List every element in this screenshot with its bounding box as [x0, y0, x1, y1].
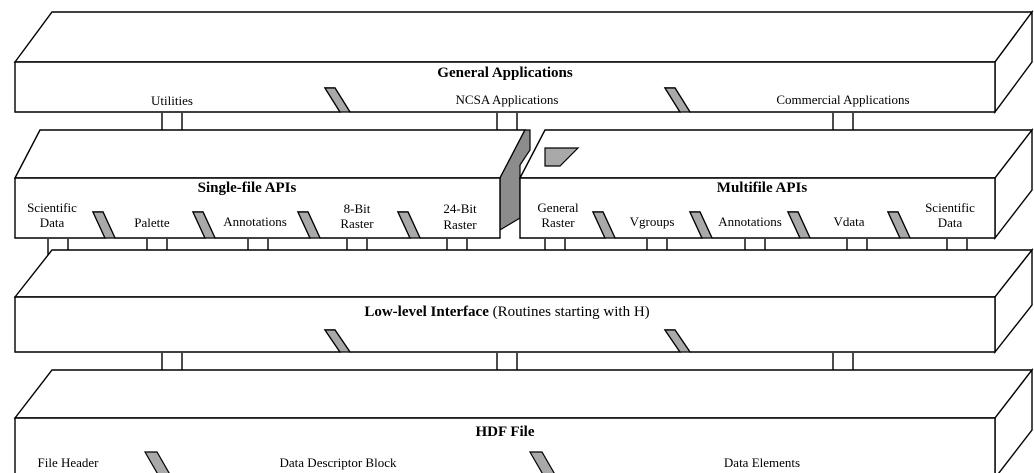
data-descriptor-block-label: Data Descriptor Block	[280, 455, 397, 470]
svg-text:General: General	[537, 200, 579, 215]
svg-text:Raster: Raster	[541, 215, 575, 230]
single-file-apis-layer: Single-file APIs Scientific Data Palette…	[13, 129, 531, 239]
multifile-annotations-label: Annotations	[718, 214, 782, 229]
utilities-label: Utilities	[151, 93, 193, 108]
low-level-interface-layer: Low-level Interface (Routines starting w…	[13, 247, 1034, 355]
general-applications-title: General Applications	[437, 65, 573, 81]
palette-label: Palette	[134, 215, 170, 230]
general-raster-label: General Raster	[537, 200, 579, 230]
hdf-file-title: HDF File	[475, 424, 534, 440]
ncsa-applications-label: NCSA Applications	[456, 92, 559, 107]
commercial-applications-label: Commercial Applications	[776, 92, 909, 107]
hdf-file-layer: HDF File File Header Data Descriptor Blo…	[13, 367, 1034, 473]
single-file-apis-title: Single-file APIs	[198, 180, 297, 196]
svg-text:Raster: Raster	[340, 216, 374, 231]
24-bit-raster-label: 24-Bit Raster	[443, 201, 477, 232]
file-header-label: File Header	[37, 455, 99, 470]
data-elements-label: Data Elements	[724, 455, 800, 470]
svg-text:24-Bit: 24-Bit	[443, 201, 477, 216]
vdata-label: Vdata	[833, 214, 864, 229]
svg-text:Data: Data	[40, 215, 65, 230]
multifile-scientific-data-label: Scientific Data	[925, 200, 975, 230]
general-applications-layer: General Applications Utilities NCSA Appl…	[13, 9, 1034, 115]
single-file-annotations-label: Annotations	[223, 214, 287, 229]
single-file-scientific-data-label: Scientific Data	[27, 200, 77, 230]
svg-text:8-Bit: 8-Bit	[344, 201, 371, 216]
vgroups-label: Vgroups	[630, 214, 675, 229]
8-bit-raster-label: 8-Bit Raster	[340, 201, 374, 231]
svg-text:Scientific: Scientific	[925, 200, 975, 215]
svg-text:Raster: Raster	[443, 217, 477, 232]
svg-text:Scientific: Scientific	[27, 200, 77, 215]
multifile-apis-layer: Multifile APIs General Raster Vgroups An…	[518, 127, 1034, 241]
svg-text:Data: Data	[938, 215, 963, 230]
multifile-apis-title: Multifile APIs	[717, 180, 808, 196]
low-level-interface-title: Low-level Interface (Routines starting w…	[364, 304, 649, 320]
